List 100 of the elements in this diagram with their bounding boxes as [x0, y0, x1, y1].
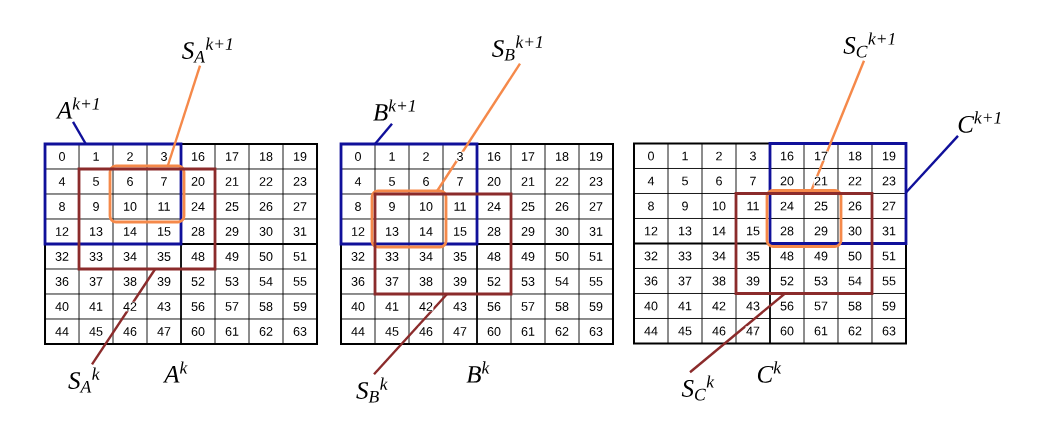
- math-label: S$_{B}$k: [356, 377, 388, 403]
- cell-number: 41: [677, 301, 693, 311]
- leader-line: [810, 60, 866, 191]
- math-label: S$_{A}$k: [68, 367, 100, 393]
- cell-number: 7: [456, 176, 464, 187]
- cell-number: 14: [122, 226, 138, 237]
- cell-number: 25: [813, 201, 829, 211]
- cell-number: 22: [258, 176, 274, 187]
- leader-line: [436, 63, 521, 192]
- cell-number: 37: [677, 276, 693, 286]
- cell-number: 35: [745, 251, 761, 261]
- cell-number: 27: [292, 201, 308, 212]
- cell-number: 20: [486, 176, 502, 187]
- cell-number: 34: [122, 251, 138, 262]
- cell-number: 12: [54, 226, 70, 237]
- cell-number: 53: [813, 276, 829, 286]
- cell-number: 33: [88, 251, 104, 262]
- cell-number: 24: [779, 201, 795, 211]
- cell-number: 44: [350, 326, 366, 337]
- cell-number: 14: [418, 226, 434, 237]
- cell-number: 57: [224, 301, 240, 312]
- cell-number: 61: [224, 326, 240, 337]
- cell-number: 26: [847, 201, 863, 211]
- cell-number: 26: [554, 201, 570, 212]
- cell-number: 0: [58, 151, 66, 162]
- cell-number: 59: [292, 301, 308, 312]
- math-label: C$^{k}$: [757, 361, 782, 383]
- cell-number: 0: [354, 151, 362, 162]
- cell-number: 51: [588, 251, 604, 262]
- cell-number: 42: [122, 301, 138, 312]
- cell-number: 60: [779, 326, 795, 336]
- outline-box: [77, 167, 217, 271]
- cell-number: 62: [258, 326, 274, 337]
- cell-number: 12: [350, 226, 366, 237]
- cell-number: 46: [711, 326, 727, 336]
- cell-number: 11: [453, 201, 467, 212]
- cell-number: 6: [422, 176, 430, 187]
- cell-number: 11: [157, 201, 171, 212]
- cell-number: 40: [54, 301, 70, 312]
- cell-number: 50: [847, 251, 863, 261]
- cell-number: 10: [122, 201, 138, 212]
- cell-number: 20: [190, 176, 206, 187]
- cell-number: 27: [881, 201, 897, 211]
- cell-number: 43: [452, 301, 468, 312]
- cell-number: 52: [779, 276, 795, 286]
- cell-number: 4: [647, 176, 655, 186]
- leader-line: [91, 268, 157, 365]
- cell-number: 17: [224, 151, 240, 162]
- cell-number: 46: [418, 326, 434, 337]
- cell-number: 10: [418, 201, 434, 212]
- cell-number: 32: [350, 251, 366, 262]
- cell-number: 39: [745, 276, 761, 286]
- cell-number: 39: [452, 276, 468, 287]
- cell-number: 60: [486, 326, 502, 337]
- outline-box: [339, 142, 479, 246]
- cell-number: 16: [779, 151, 795, 161]
- leader-line: [71, 121, 87, 145]
- cell-number: 2: [715, 151, 723, 161]
- cell-number: 11: [746, 201, 760, 211]
- cell-number: 45: [88, 326, 104, 337]
- cell-number: 7: [749, 176, 757, 186]
- cell-number: 15: [156, 226, 172, 237]
- cell-number: 38: [122, 276, 138, 287]
- cell-number: 29: [813, 226, 829, 236]
- math-label: A$^{k+1}$: [55, 97, 99, 119]
- cell-number: 47: [156, 326, 172, 337]
- cell-number: 5: [92, 176, 100, 187]
- cell-number: 27: [588, 201, 604, 212]
- cell-number: 2: [422, 151, 430, 162]
- cell-number: 31: [292, 226, 308, 237]
- cell-number: 3: [456, 151, 464, 162]
- cell-number: 62: [847, 326, 863, 336]
- rounded-outline-box: [765, 189, 843, 248]
- math-label: A$^{k}$: [162, 361, 188, 383]
- cell-number: 28: [486, 226, 502, 237]
- cell-number: 63: [588, 326, 604, 337]
- cell-number: 47: [452, 326, 468, 337]
- cell-number: 55: [588, 276, 604, 287]
- cell-number: 53: [224, 276, 240, 287]
- cell-number: 56: [779, 301, 795, 311]
- cell-number: 44: [54, 326, 70, 337]
- math-label: C$^{k+1}$: [958, 111, 1001, 133]
- cell-number: 52: [190, 276, 206, 287]
- cell-number: 33: [677, 251, 693, 261]
- cell-number: 1: [681, 151, 689, 161]
- cell-number: 54: [847, 276, 863, 286]
- cell-number: 18: [847, 151, 863, 161]
- cell-number: 40: [350, 301, 366, 312]
- cell-number: 41: [88, 301, 104, 312]
- cell-number: 6: [126, 176, 134, 187]
- cell-number: 36: [350, 276, 366, 287]
- cell-number: 39: [156, 276, 172, 287]
- cell-number: 5: [681, 176, 689, 186]
- math-label: S$_{B}$k+1: [492, 35, 542, 61]
- cell-number: 24: [190, 201, 206, 212]
- cell-number: 21: [520, 176, 536, 187]
- cell-number: 16: [190, 151, 206, 162]
- cell-number: 45: [384, 326, 400, 337]
- cell-number: 55: [881, 276, 897, 286]
- cell-number: 44: [643, 326, 659, 336]
